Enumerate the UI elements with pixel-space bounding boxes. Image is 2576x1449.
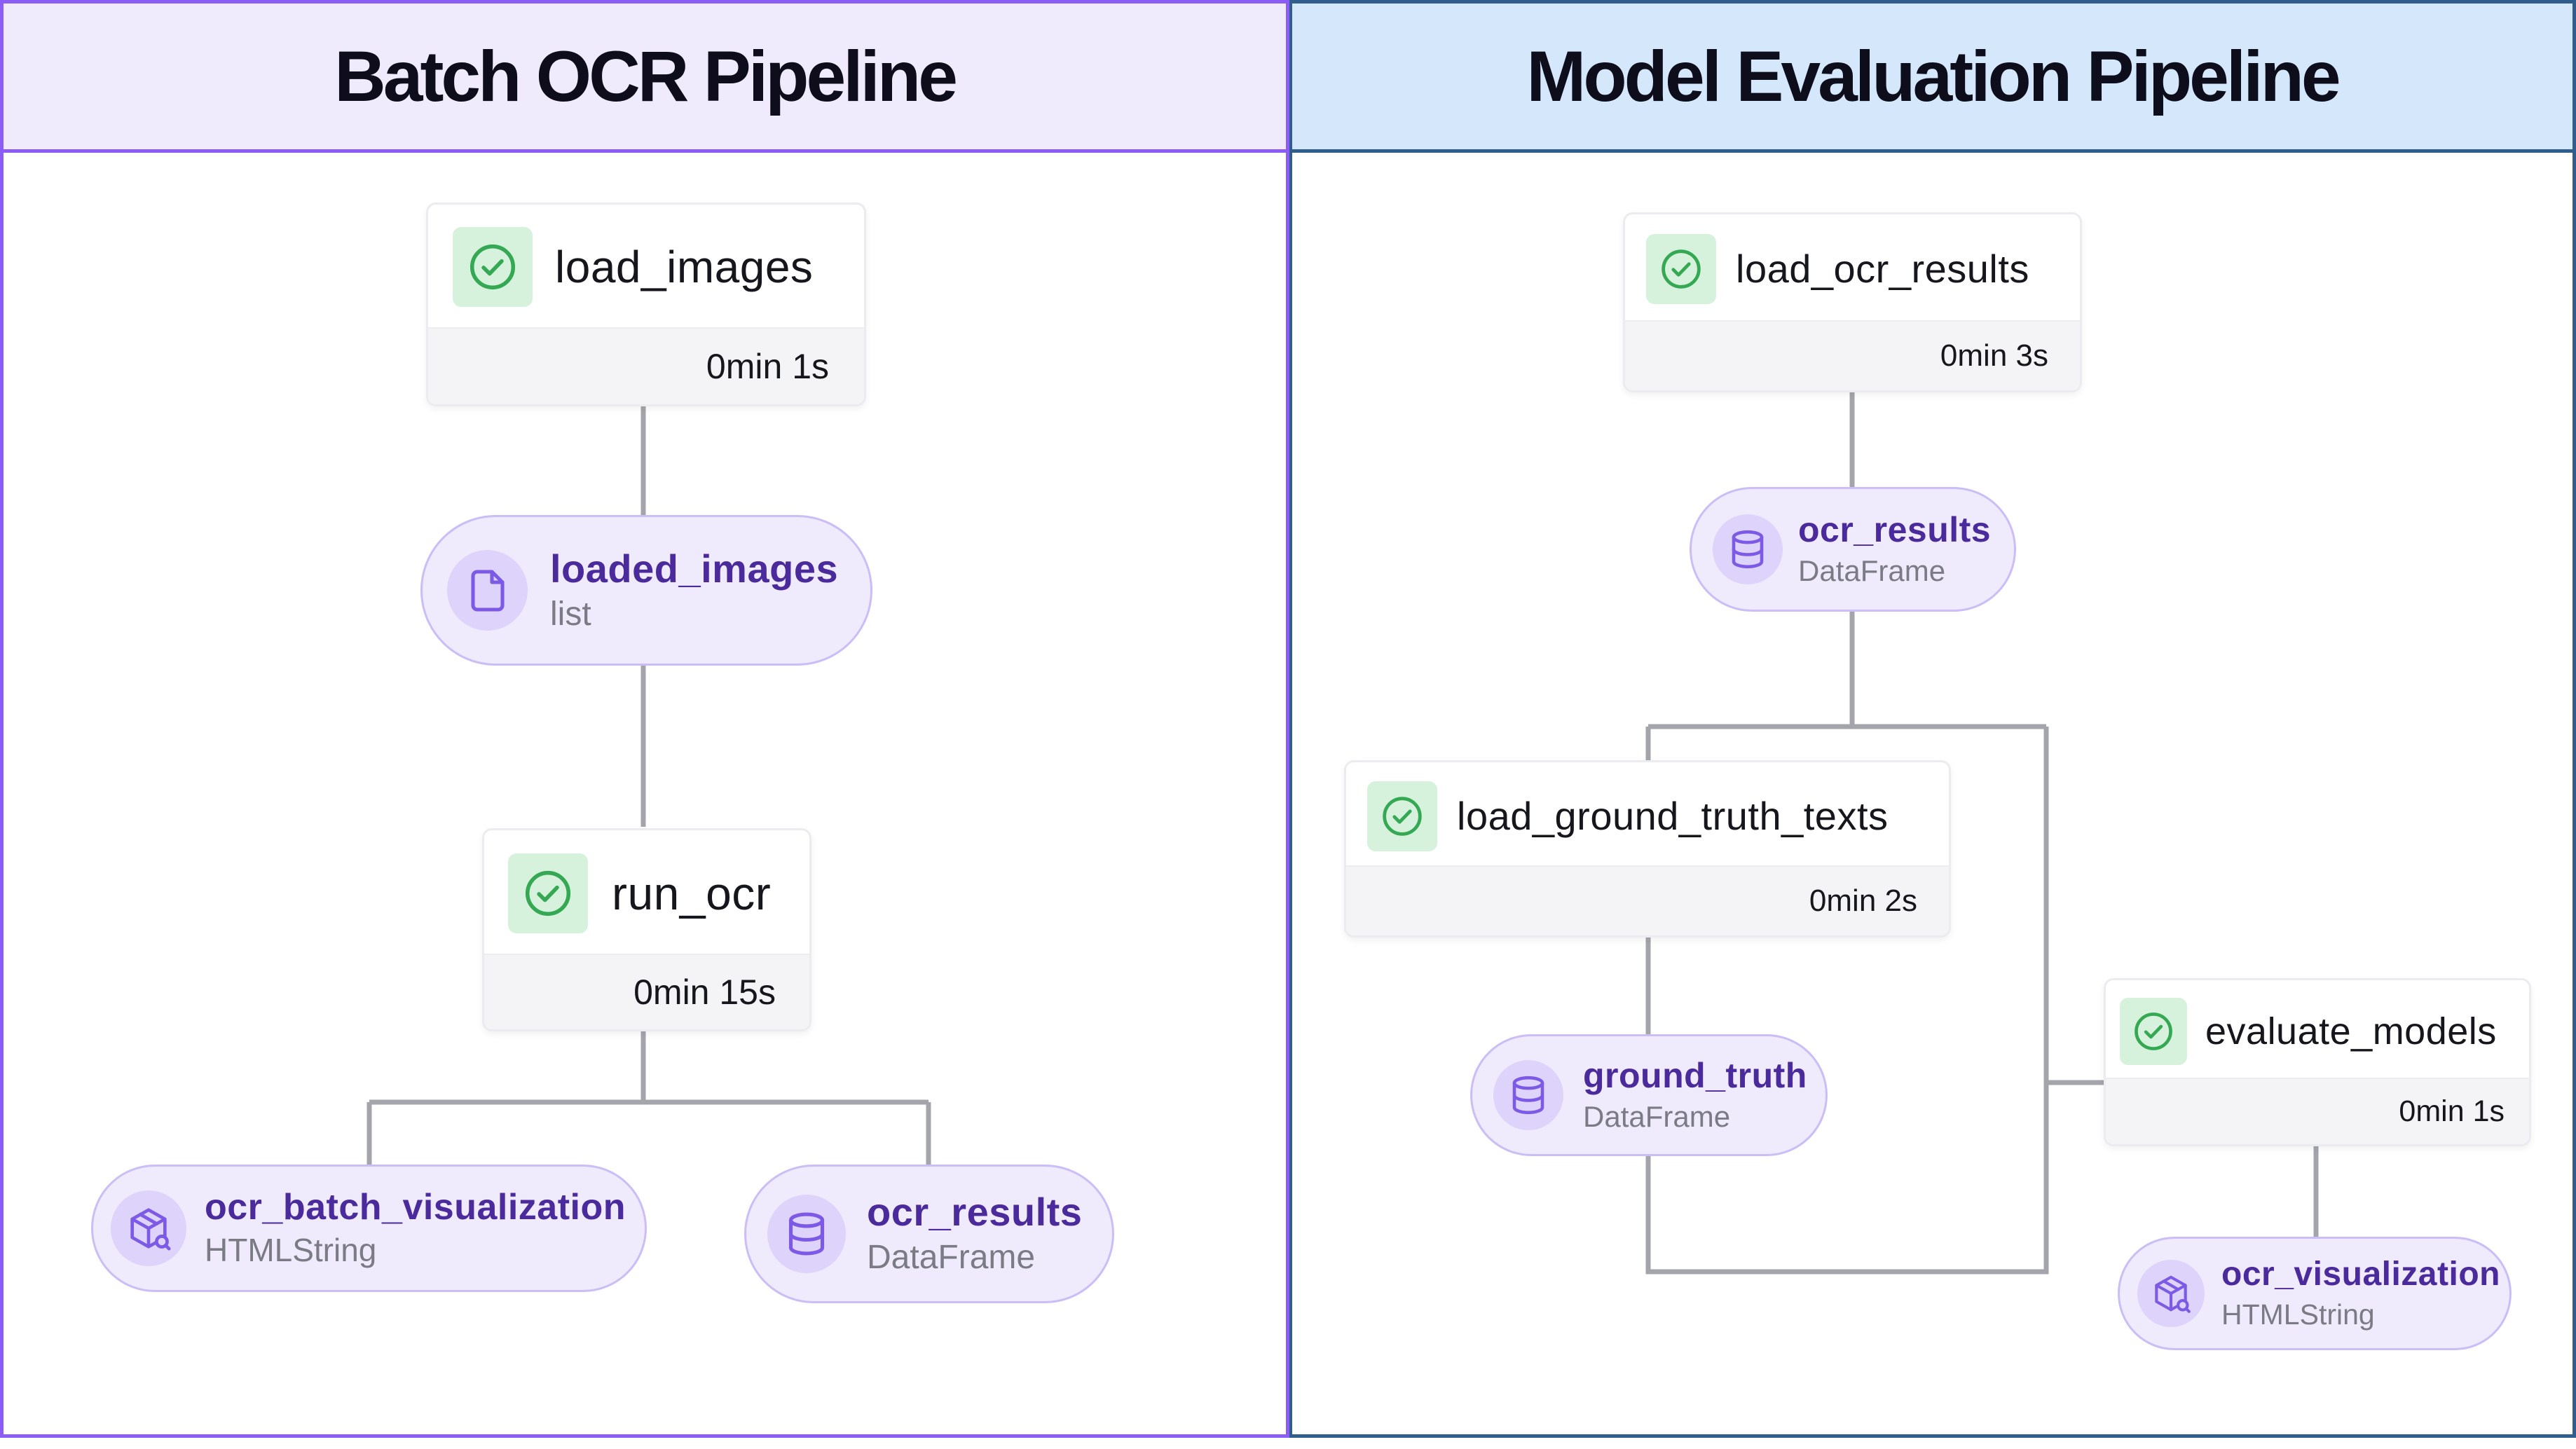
check-circle-icon xyxy=(1646,233,1716,304)
step-load-ground-truth-texts[interactable]: load_ground_truth_texts 0min 2s xyxy=(1344,760,1951,938)
artifact-ocr-visualization[interactable]: ocr_visualization HTMLString xyxy=(2118,1237,2512,1350)
artifact-ocr-results[interactable]: ocr_results DataFrame xyxy=(744,1165,1114,1303)
artifact-name: ground_truth xyxy=(1583,1056,1807,1095)
artifact-name: ocr_results xyxy=(867,1190,1083,1234)
artifact-ocr-batch-visualization[interactable]: ocr_batch_visualization HTMLString xyxy=(91,1165,647,1292)
step-evaluate-models[interactable]: evaluate_models 0min 1s xyxy=(2104,978,2531,1146)
database-icon xyxy=(1713,514,1783,584)
check-circle-icon xyxy=(453,227,533,307)
step-name: evaluate_models xyxy=(2205,1010,2497,1052)
artifact-type: list xyxy=(550,595,591,633)
check-circle-icon xyxy=(1367,781,1437,851)
step-load-ocr-results[interactable]: load_ocr_results 0min 3s xyxy=(1623,212,2082,392)
file-icon xyxy=(447,550,528,631)
panel-title: Batch OCR Pipeline xyxy=(334,36,958,116)
step-duration: 0min 1s xyxy=(706,347,829,386)
artifact-name: loaded_images xyxy=(550,546,839,591)
database-icon xyxy=(1493,1060,1563,1130)
artifact-type: HTMLString xyxy=(2221,1298,2375,1331)
step-duration: 0min 15s xyxy=(633,973,776,1012)
artifact-ocr-results[interactable]: ocr_results DataFrame xyxy=(1690,487,2016,612)
artifact-type: DataFrame xyxy=(867,1239,1036,1276)
step-name: load_ground_truth_texts xyxy=(1457,794,1889,838)
check-circle-icon xyxy=(508,853,588,933)
artifact-type: DataFrame xyxy=(1798,554,1946,587)
database-icon xyxy=(767,1195,846,1273)
step-run-ocr[interactable]: run_ocr 0min 15s xyxy=(482,828,811,1031)
package-search-icon xyxy=(111,1190,186,1266)
artifact-type: DataFrame xyxy=(1583,1100,1731,1133)
step-load-images[interactable]: load_images 0min 1s xyxy=(426,202,866,406)
artifact-type: HTMLString xyxy=(205,1232,377,1268)
step-name: load_ocr_results xyxy=(1736,247,2029,291)
artifact-name: ocr_visualization xyxy=(2221,1256,2500,1293)
step-duration: 0min 1s xyxy=(2399,1094,2505,1128)
artifact-name: ocr_batch_visualization xyxy=(205,1187,626,1228)
artifact-loaded-images[interactable]: loaded_images list xyxy=(420,515,872,666)
panel-title: Model Evaluation Pipeline xyxy=(1526,36,2341,116)
panel-header: Batch OCR Pipeline xyxy=(4,4,1286,153)
step-name: load_images xyxy=(555,242,814,292)
check-circle-icon xyxy=(2120,997,2187,1065)
step-name: run_ocr xyxy=(612,867,772,919)
panel-header: Model Evaluation Pipeline xyxy=(1292,4,2572,153)
artifact-ground-truth[interactable]: ground_truth DataFrame xyxy=(1470,1034,1828,1156)
step-duration: 0min 3s xyxy=(1940,338,2048,373)
package-search-icon xyxy=(2137,1260,2205,1327)
artifact-name: ocr_results xyxy=(1798,510,1992,549)
step-duration: 0min 2s xyxy=(1809,884,1917,918)
